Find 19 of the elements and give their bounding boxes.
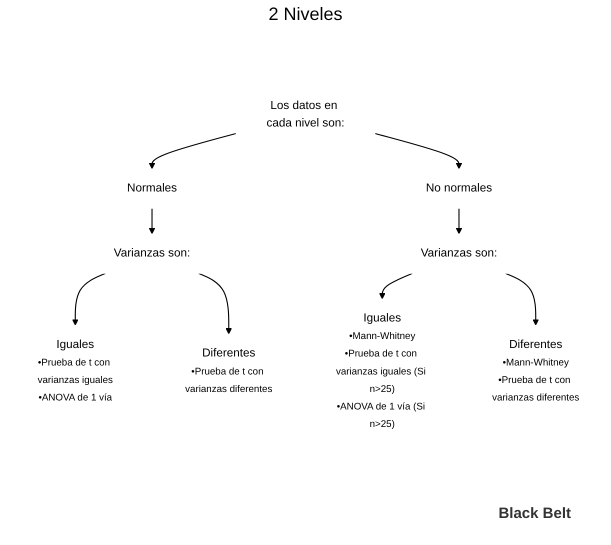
arrow [374, 132, 462, 170]
arrow [456, 208, 462, 234]
arrow [148, 132, 236, 170]
node-text: Iguales •Mann-Whitney •Prueba de t con varianzas iguales (Si n>25) •ANOVA de 1 vía (Si n>25) [336, 312, 426, 430]
node-text: Diferentes •Mann-Whitney •Prueba de t con varianzas diferentes [492, 338, 580, 403]
arrow [505, 272, 539, 326]
arrow [198, 272, 232, 334]
node-text: Diferentes •Prueba de t con varianzas diferentes [185, 347, 272, 394]
footer-note: Black Belt [498, 505, 571, 522]
arrow [72, 272, 106, 326]
node-text: Normales [127, 182, 178, 194]
arrow [148, 208, 156, 234]
diagram-title: 2 Niveles [267, 4, 344, 25]
node-text: Varianzas son: [420, 247, 498, 260]
node-text: Varianzas son: [114, 247, 190, 260]
arrow [379, 272, 413, 300]
node-text: Los datos en cada nivel son: [266, 99, 344, 130]
node-text: Iguales •Prueba de t con varianzas iguales •ANOVA de 1 vía [38, 338, 113, 403]
node-text: No normales [426, 182, 492, 194]
